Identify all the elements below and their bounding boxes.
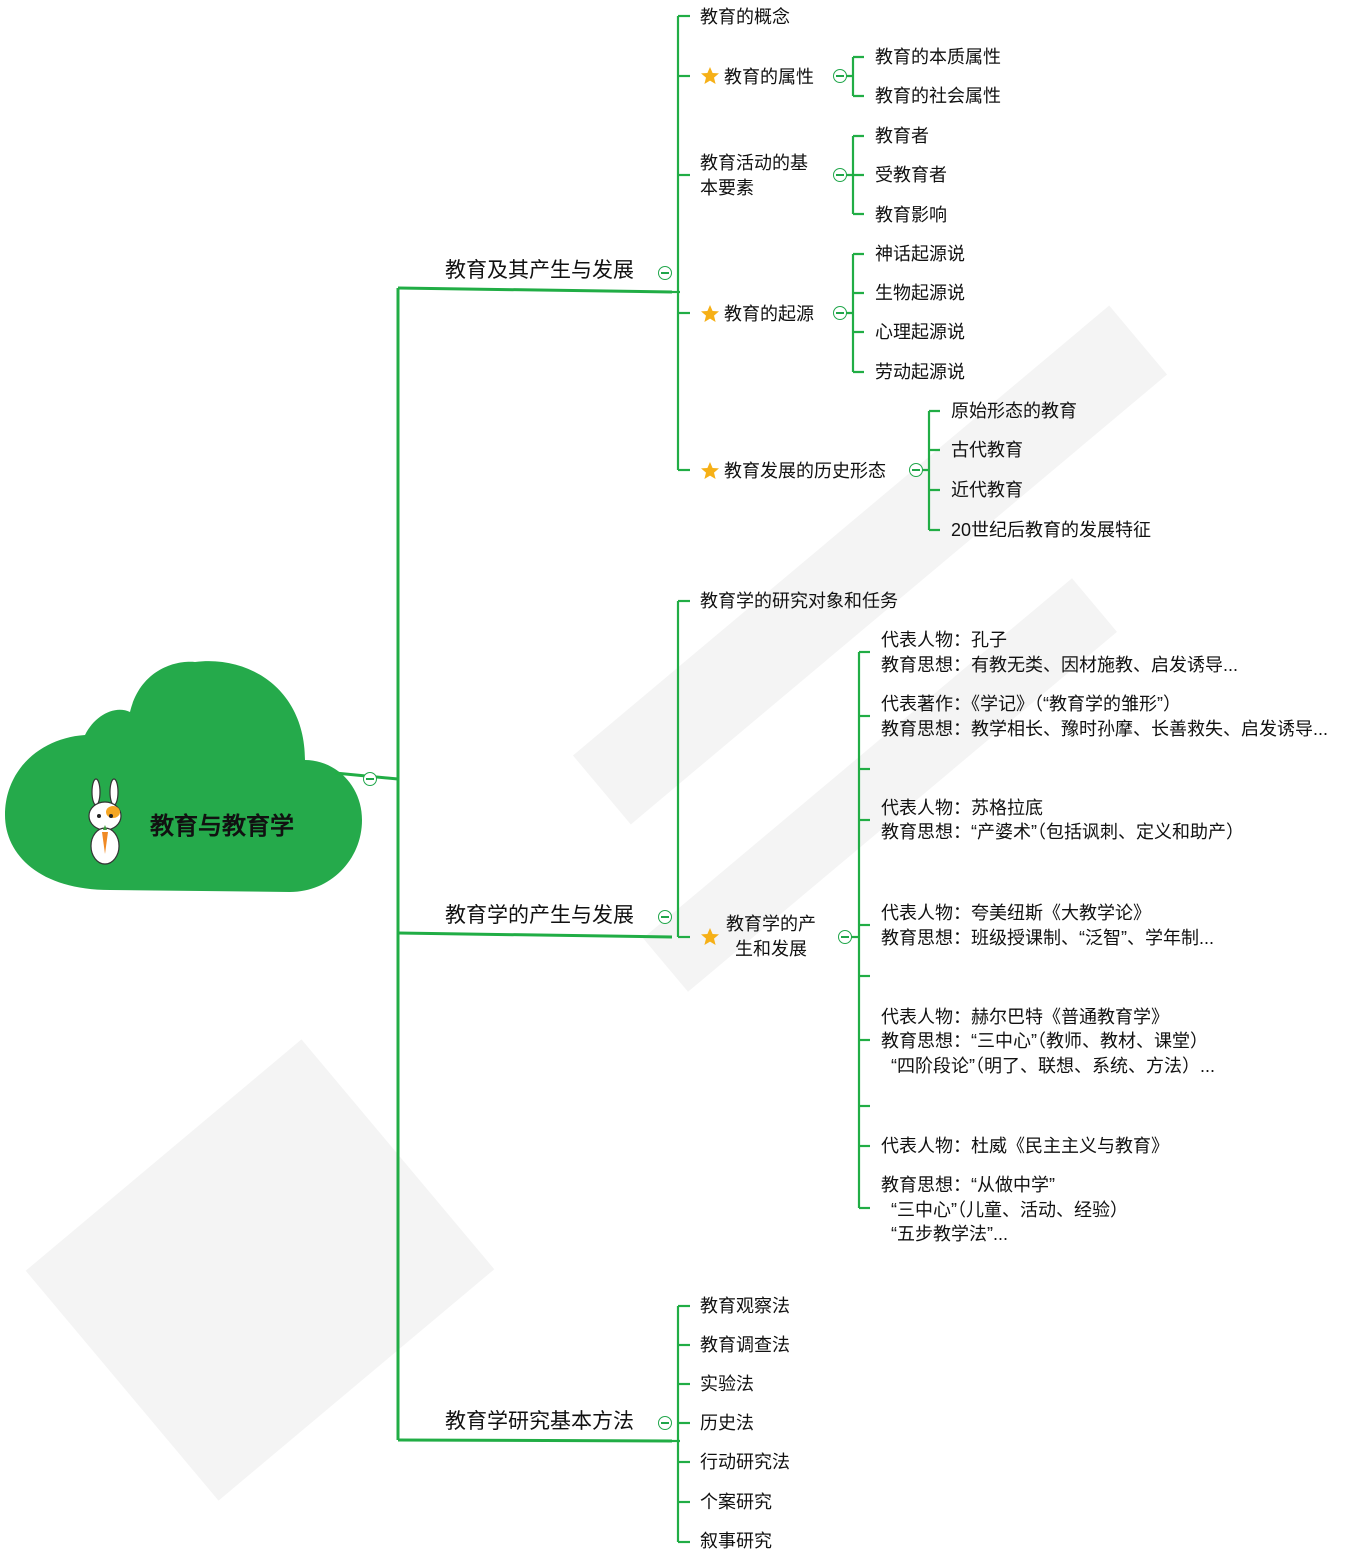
topic-node-line[interactable]: 本要素 [700,178,754,198]
figure-node-line[interactable]: 代表人物：孔子 [881,630,1007,650]
topic-node[interactable]: 实验法 [700,1374,754,1394]
topic-node-line[interactable]: 教育学的产 [726,914,816,934]
subtopic-node[interactable]: 教育的本质属性 [875,47,1001,67]
figure-node-line[interactable]: 教育思想：“产婆术”（包括讽刺、定义和助产） [881,822,1244,842]
watermark [25,305,1168,1501]
topic-node[interactable]: 个案研究 [700,1492,772,1512]
node-attributes-collapse-icon[interactable] [833,69,847,83]
node-origin-collapse-icon[interactable] [833,306,847,320]
subtopic-node[interactable]: 古代教育 [951,440,1023,460]
branch-3-collapse-icon[interactable] [658,1416,672,1430]
branch-1-connectors [672,14,940,532]
node-history-collapse-icon[interactable] [909,463,923,477]
subtopic-node[interactable]: 近代教育 [951,480,1023,500]
figure-node-line[interactable]: 教育思想：“从做中学” [881,1175,1055,1195]
topic-node-line[interactable]: 教育活动的基 [700,153,808,173]
branch-3-connectors [672,1304,690,1544]
star-icon [700,66,720,86]
topic-node[interactable]: 叙事研究 [700,1531,772,1551]
figure-node-line[interactable]: 教育思想：教学相长、豫时孙摩、长善救失、启发诱导... [881,719,1329,739]
topic-node[interactable]: 教育的属性 [724,67,814,87]
figure-node-line[interactable]: 代表人物：夸美纽斯《大教学论》 [881,903,1151,923]
subtopic-node[interactable]: 劳动起源说 [875,362,965,382]
subtopic-node[interactable]: 教育者 [875,126,929,146]
subtopic-node[interactable]: 20世纪后教育的发展特征 [951,520,1152,540]
topic-node[interactable]: 教育调查法 [700,1335,790,1355]
star-icon [700,461,720,481]
node-elements-collapse-icon[interactable] [833,168,847,182]
figure-node-line[interactable]: 教育思想：班级授课制、“泛智”、学年制... [881,928,1214,948]
figure-node-line[interactable]: 教育思想：有教无类、因材施教、启发诱导... [881,655,1239,675]
topic-node-line[interactable]: 生和发展 [735,939,807,959]
figure-node-line[interactable]: 代表著作：《学记》（“教育学的雏形”） [881,694,1181,714]
root-collapse-icon[interactable] [363,772,377,786]
topic-node[interactable]: 教育发展的历史形态 [724,461,886,481]
topic-node[interactable]: 行动研究法 [700,1452,790,1472]
subtopic-node[interactable]: 神话起源说 [875,244,965,264]
branch-label[interactable]: 教育学的产生与发展 [445,904,634,927]
subtopic-node[interactable]: 受教育者 [875,165,947,185]
star-icon [700,304,720,324]
root-node-label[interactable]: 教育与教育学 [150,813,294,840]
bunny-mascot-icon [88,778,122,865]
subtopic-node[interactable]: 教育的社会属性 [875,86,1001,106]
branch-label[interactable]: 教育及其产生与发展 [445,259,634,282]
root-cloud [5,661,362,892]
node-pedagogy-dev-collapse-icon[interactable] [838,930,852,944]
topic-node[interactable]: 教育的概念 [700,7,790,27]
topic-node[interactable]: 教育的起源 [724,304,814,324]
topic-node[interactable]: 历史法 [700,1413,754,1433]
figure-node-line[interactable]: 代表人物：苏格拉底 [881,798,1043,818]
figure-node-line[interactable]: 代表人物：杜威《民主主义与教育》 [881,1136,1169,1156]
topic-node[interactable]: 教育观察法 [700,1296,790,1316]
subtopic-node[interactable]: 心理起源说 [875,322,965,342]
figure-node-line[interactable]: “四阶段论”（明了、联想、系统、方法）... [881,1056,1215,1076]
figure-node-line[interactable]: “五步教学法”... [881,1224,1008,1244]
subtopic-node[interactable]: 教育影响 [875,205,947,225]
figure-node-line[interactable]: “三中心”（儿童、活动、经验） [881,1200,1128,1220]
branch-2-collapse-icon[interactable] [658,910,672,924]
subtopic-node[interactable]: 生物起源说 [875,283,965,303]
branch-1-collapse-icon[interactable] [658,266,672,280]
subtopic-node[interactable]: 原始形态的教育 [951,401,1077,421]
figure-node-line[interactable]: 代表人物：赫尔巴特《普通教育学》 [881,1007,1169,1027]
branch-label[interactable]: 教育学研究基本方法 [445,1410,634,1433]
topic-node[interactable]: 教育学的研究对象和任务 [700,591,898,611]
star-icon [700,927,720,947]
figure-node-line[interactable]: 教育思想：“三中心”（教师、教材、课堂） [881,1031,1208,1051]
root-trunk [334,286,673,1443]
